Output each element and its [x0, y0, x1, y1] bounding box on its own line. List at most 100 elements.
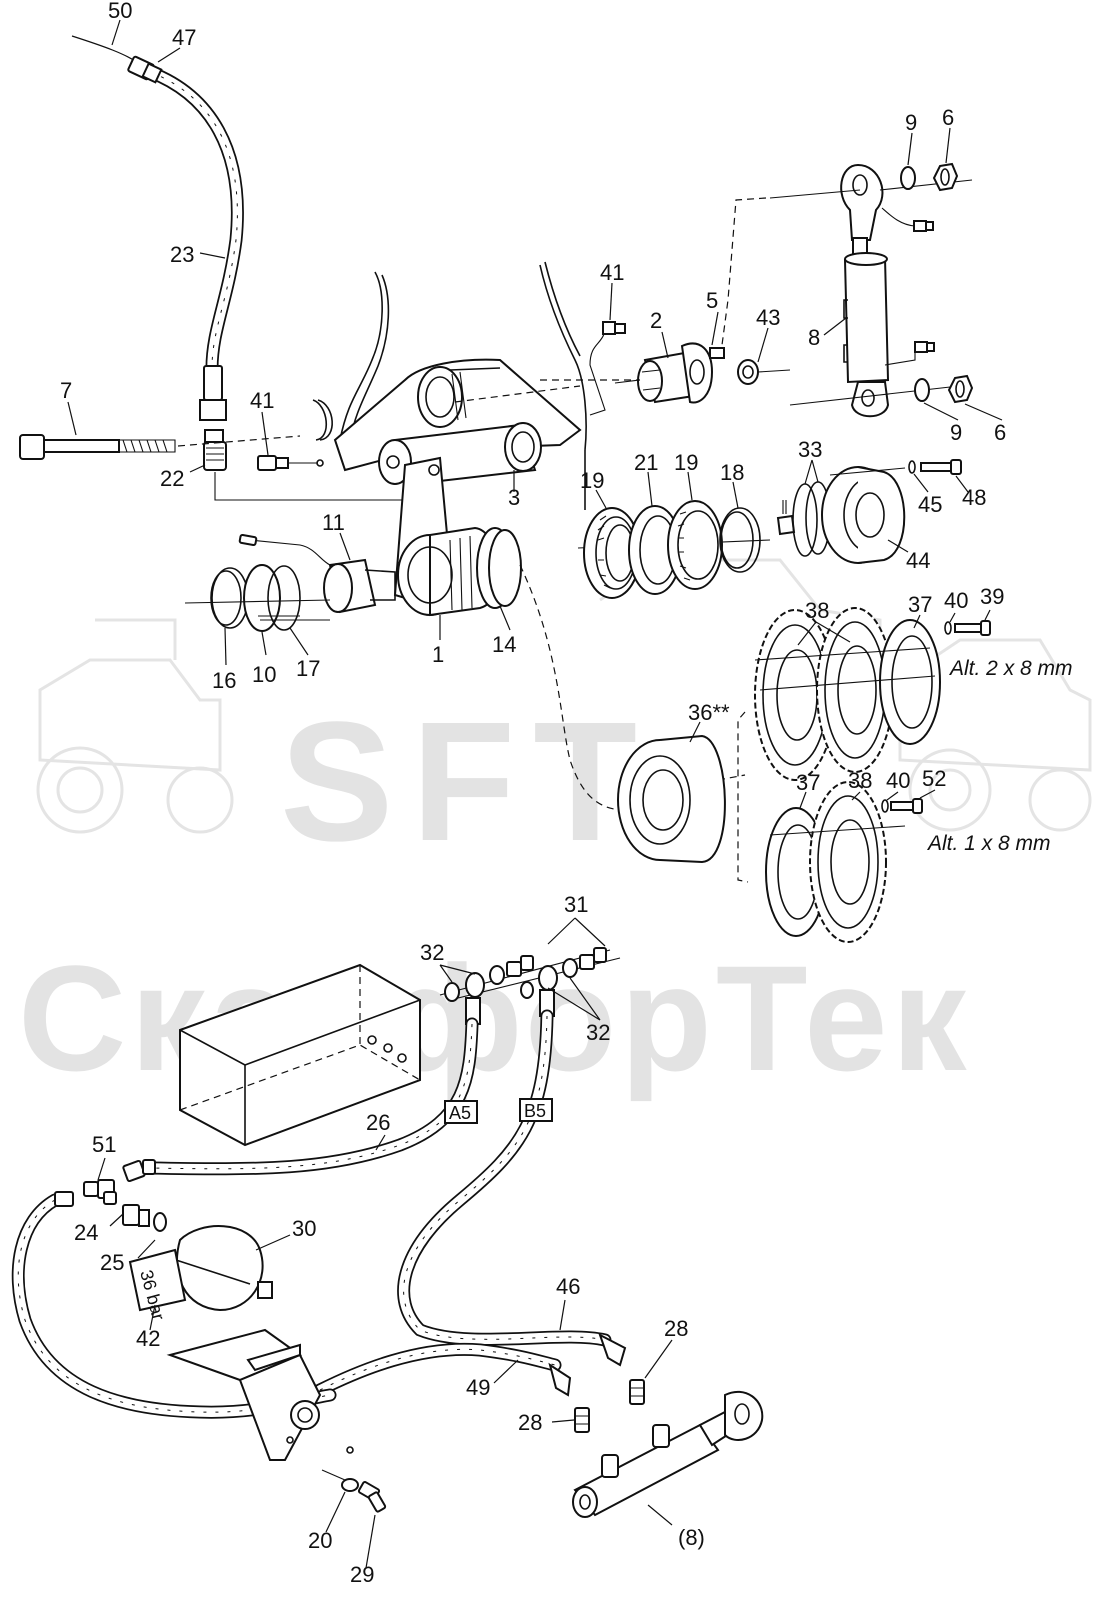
disc-10 — [243, 564, 281, 632]
callout-29: 29 — [350, 1562, 374, 1587]
fitting-25 — [122, 1204, 167, 1232]
callout-3: 3 — [508, 485, 520, 510]
callout-40-upper: 40 — [944, 588, 968, 613]
callout-47: 47 — [172, 25, 196, 50]
motor-11 — [238, 533, 396, 614]
hose-49 — [313, 1342, 562, 1397]
callout-45: 45 — [918, 492, 942, 517]
frame-outline — [339, 261, 587, 510]
callout-numbers: 50 47 23 7 41 22 11 3 16 10 17 1 14 41 2… — [60, 0, 1006, 1587]
ring-21 — [628, 505, 682, 595]
callout-1: 1 — [432, 642, 444, 667]
callout-48: 48 — [962, 485, 986, 510]
callout-50: 50 — [108, 0, 132, 23]
fittings-24-51 — [54, 1159, 156, 1207]
sprocket-38-upper-b — [816, 607, 894, 773]
callout-33: 33 — [798, 437, 822, 462]
callout-6-top: 6 — [942, 105, 954, 130]
callout-8: 8 — [808, 325, 820, 350]
callout-25: 25 — [100, 1250, 124, 1275]
callout-32-upper: 32 — [420, 940, 444, 965]
sprocket-38-upper-a — [754, 609, 836, 781]
callout-36: 36** — [688, 700, 730, 725]
hose-26 — [143, 1017, 479, 1176]
pressure-tag-42: 36 bar — [128, 1248, 187, 1322]
callout-44: 44 — [906, 548, 930, 573]
watermark-tractor-left-icon — [36, 618, 234, 834]
callout-9-top: 9 — [905, 110, 917, 135]
leader-lines — [67, 19, 1003, 1569]
callout-43: 43 — [756, 305, 780, 330]
callout-37-lower: 37 — [796, 770, 820, 795]
screw-48 — [920, 459, 962, 475]
callout-38-lower: 38 — [848, 768, 872, 793]
fitting-47 — [127, 55, 163, 84]
callout-9-bottom: 9 — [950, 420, 962, 445]
washer-9-top — [900, 166, 916, 190]
watermark-logo: SFT — [280, 687, 655, 877]
watermark: SFT СканфорТек — [18, 558, 1092, 1102]
snap-ring-top — [312, 399, 333, 441]
hose-tag-b5-text: B5 — [524, 1101, 546, 1121]
screw-52 — [890, 798, 923, 814]
watermark-brand: СканфорТек — [18, 934, 971, 1102]
washer-20-screw-29 — [321, 1469, 387, 1513]
hose-46 — [397, 1009, 612, 1347]
hose-tag-a5-text: A5 — [449, 1103, 471, 1123]
callout-2: 2 — [650, 308, 662, 333]
housing-1 — [397, 526, 522, 617]
callout-49: 49 — [466, 1375, 490, 1400]
grease-nipple-lower — [884, 341, 935, 366]
hose-23 — [143, 65, 244, 375]
grease-fitting-41-right — [589, 321, 626, 416]
callout-19-right: 19 — [674, 450, 698, 475]
callout-31: 31 — [564, 892, 588, 917]
callout-32-lower: 32 — [586, 1020, 610, 1045]
snap-ring-16 — [210, 567, 249, 629]
callout-46: 46 — [556, 1274, 580, 1299]
callout-40-lower: 40 — [886, 768, 910, 793]
callout-37-upper: 37 — [908, 592, 932, 617]
bearing-19-right — [667, 500, 723, 590]
note-alt-2x8: Alt. 2 x 8 mm — [948, 657, 1073, 680]
callout-38-upper: 38 — [805, 598, 829, 623]
hose-tag-a5: A5 — [444, 1100, 478, 1124]
callout-41-left: 41 — [250, 388, 274, 413]
washer-40-lower — [881, 799, 889, 813]
callout-18: 18 — [720, 460, 744, 485]
nut-6-bottom — [947, 374, 974, 404]
bearing-19-left — [583, 507, 641, 599]
callout-39: 39 — [980, 584, 1004, 609]
plate-37-upper — [879, 619, 941, 745]
callout-42: 42 — [136, 1326, 160, 1351]
valve-box — [179, 963, 421, 1147]
callout-23: 23 — [170, 242, 194, 267]
fitting-22 — [199, 365, 227, 471]
bracket-5 — [680, 342, 725, 404]
callout-7: 7 — [60, 378, 72, 403]
washer-9-bottom — [914, 378, 930, 402]
key-block — [776, 500, 796, 536]
callout-10: 10 — [252, 662, 276, 687]
grease-fitting-41-left — [257, 455, 324, 471]
callout-20: 20 — [308, 1528, 332, 1553]
sleeve-43 — [737, 359, 759, 385]
bracket-mount — [166, 1328, 354, 1461]
hub-36 — [617, 734, 726, 864]
callout-19-left: 19 — [580, 468, 604, 493]
grease-nipple-upper — [881, 207, 934, 232]
callout-21: 21 — [634, 450, 658, 475]
callout-51: 51 — [92, 1132, 116, 1157]
fittings-31-32 — [439, 947, 621, 1025]
callout-28-left: 28 — [518, 1410, 542, 1435]
callout-6-bottom: 6 — [994, 420, 1006, 445]
callout-28-right: 28 — [664, 1316, 688, 1341]
callout-16: 16 — [212, 668, 236, 693]
callout-22: 22 — [160, 466, 184, 491]
note-alt-1x8: Alt. 1 x 8 mm — [926, 832, 1051, 855]
accumulator-30 — [175, 1225, 273, 1312]
nut-6-top — [932, 162, 959, 192]
bolt-7 — [19, 434, 176, 460]
washer-40-upper — [944, 621, 952, 635]
